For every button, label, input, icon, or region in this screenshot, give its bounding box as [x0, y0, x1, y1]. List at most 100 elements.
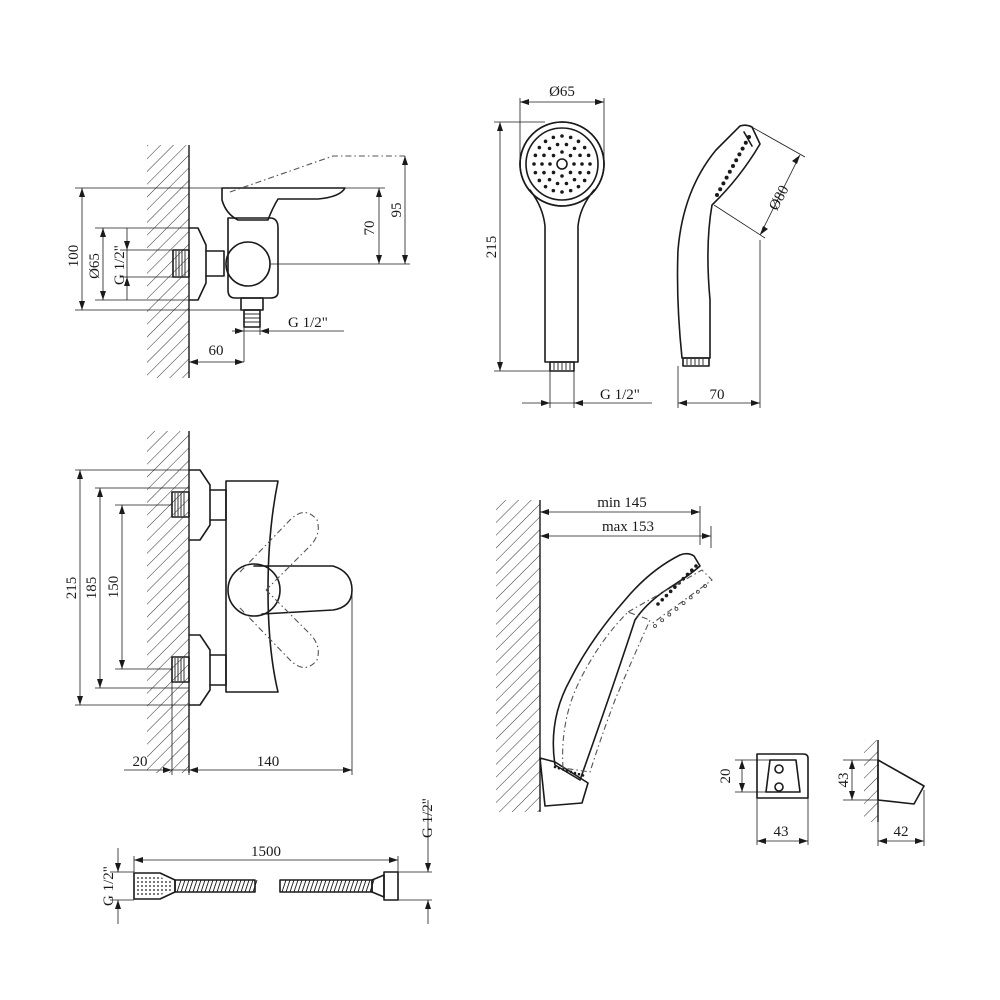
side-nozzle: [737, 152, 742, 157]
dim-g12-hose-left-label: G 1/2": [101, 866, 117, 906]
alt-nozzle: [653, 624, 657, 628]
screw-hole-top: [774, 764, 784, 774]
nozzle-dot: [560, 150, 564, 154]
nozzle-dot: [533, 170, 538, 175]
holder-mark: [561, 768, 565, 771]
braid-line: [357, 879, 363, 893]
nozzle-dot: [572, 162, 576, 166]
alt-position-outline: [562, 611, 651, 773]
dim-140-label: 140: [257, 754, 280, 770]
braid-line: [317, 879, 323, 893]
nozzle-dot: [564, 142, 569, 147]
nozzle-dot: [555, 181, 560, 186]
dim-215-hs-label: 215: [484, 236, 500, 259]
braid-line: [353, 879, 359, 893]
holder-mark: [569, 770, 573, 774]
nozzle-dot: [572, 177, 577, 182]
nozzle-dot: [576, 139, 581, 144]
nozzle-dot: [568, 170, 573, 175]
mixer-front-body: [225, 480, 279, 693]
mixer-front-view: 215 185 150 20 140: [64, 431, 353, 775]
nozzle-dot: [551, 188, 556, 193]
nozzle-dot: [586, 153, 591, 158]
braid-line: [204, 879, 210, 893]
nozzle-dot: [568, 153, 573, 158]
mounted-nozzle: [673, 585, 677, 589]
nozzle-dot: [560, 174, 564, 178]
body-circle: [225, 241, 271, 287]
outlet-nut: [240, 297, 264, 311]
nozzle-dot: [572, 146, 577, 151]
spray-face: [519, 121, 605, 207]
braid-line: [212, 879, 218, 893]
braid-line: [297, 879, 303, 893]
holder-mark: [553, 765, 557, 769]
nozzle-dot: [543, 184, 548, 189]
nozzle-dot: [542, 170, 546, 175]
spray-nozzles: [532, 134, 592, 194]
handshower-side-view: Ø80 70: [676, 124, 806, 408]
dim-g12-hs-label: G 1/2": [600, 387, 640, 403]
escutcheon-top: [188, 469, 211, 541]
wall-holder: [539, 757, 589, 807]
nozzle-dot: [551, 170, 556, 175]
cartridge-cap: [227, 563, 281, 617]
holder-mark: [565, 769, 569, 772]
holder-mark: [573, 771, 577, 775]
inlet-thread-top: [171, 491, 190, 518]
screw-hole-bottom: [774, 782, 784, 792]
nozzle-dot: [578, 170, 582, 175]
side-nozzle: [718, 187, 723, 192]
handshower-mounted-view: min 145 max 153: [496, 495, 713, 812]
braid-line: [244, 879, 250, 893]
side-nozzle: [715, 193, 719, 197]
wall-hatch-bracket: [864, 740, 878, 822]
braid-line: [252, 879, 258, 893]
side-nozzle: [731, 164, 735, 168]
braid-line: [200, 879, 206, 893]
nozzle-dot: [542, 153, 546, 158]
nozzle-dot: [568, 135, 573, 140]
alt-head-outline: [627, 569, 713, 626]
braid-line: [216, 879, 222, 893]
side-thread: [682, 357, 710, 367]
mixer-side-view: 100 Ø65 G 1/2" 70 95 G 1/2" 60: [66, 145, 410, 378]
dim-g12-side-label: G 1/2": [112, 245, 128, 285]
holder-mark: [557, 766, 561, 770]
nozzle-dot: [560, 190, 564, 194]
hose-stripes-left: [176, 879, 258, 893]
dim-d80-label: Ø80: [766, 183, 792, 213]
nozzle-dot: [548, 162, 552, 166]
braid-line: [208, 879, 214, 893]
dim-20-bracket-label: 20: [718, 769, 734, 784]
dim-95-label: 95: [389, 203, 405, 218]
mounted-nozzle: [668, 589, 673, 594]
dim-150-label: 150: [106, 576, 122, 599]
bracket-front: [756, 753, 809, 799]
nozzle-dot: [532, 162, 536, 166]
dim-d65-label: Ø65: [87, 253, 103, 279]
dim-43-w-label: 43: [774, 824, 789, 840]
nozzle-dot: [580, 162, 584, 166]
nozzle-dot: [537, 145, 542, 150]
braid-line: [309, 879, 315, 893]
union-nut-bottom: [209, 654, 227, 686]
escutcheon-bottom: [188, 634, 211, 706]
braid-line: [341, 879, 347, 893]
holder-mark: [581, 774, 585, 777]
braid-line: [192, 879, 198, 893]
braid-line: [361, 879, 367, 893]
dim-60-label: 60: [209, 343, 224, 359]
handshower-thread: [549, 361, 575, 372]
braid-line: [321, 879, 327, 893]
handshower-outline: [519, 121, 605, 363]
nozzle-dot: [551, 153, 556, 158]
nozzle-dot: [588, 162, 592, 166]
lever-raised-outline: [229, 155, 405, 193]
braid-line: [188, 879, 194, 893]
nozzle-dot: [533, 153, 538, 158]
braid-line: [337, 879, 343, 893]
dim-g12-hose-right-label: G 1/2": [420, 798, 436, 838]
braid-line: [196, 879, 202, 893]
